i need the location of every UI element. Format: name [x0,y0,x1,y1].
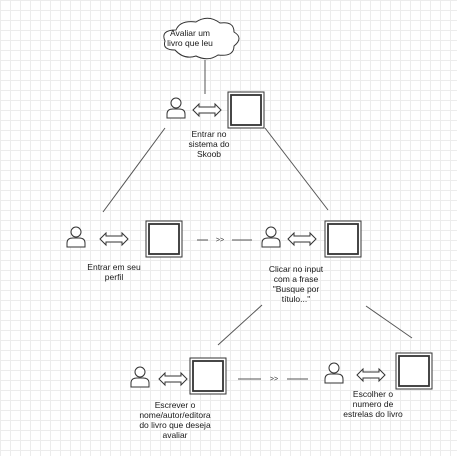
screen-frame-icon [145,220,183,258]
user-icon [166,97,186,119]
connector-login-profile [102,127,166,213]
double-arrow-icon [356,368,386,382]
search-label: Clicar no input com a frase "Busque por … [268,264,324,304]
connector-search-stars [365,305,413,339]
screen-frame-icon [189,357,227,395]
cloud-icon [163,17,240,60]
login-label: Entrar no sistema do Skoob [188,129,230,159]
write-label: Escrever o nome/autor/editora do livro q… [139,400,211,440]
double-arrow-icon [287,232,317,246]
double-arrow-icon [99,232,129,246]
screen-frame-icon [227,91,265,129]
user-icon [324,362,344,384]
cloud-label: Avaliar um livro que leu [167,28,213,48]
screen-frame-icon [324,220,362,258]
user-icon [130,366,150,388]
screen-frame-icon [395,352,433,390]
arrow-label-bottom: >> [270,376,278,383]
double-arrow-icon [192,103,222,117]
stars-label: Escolher o numero de estrelas do livro [343,389,403,419]
user-icon [261,226,281,248]
user-icon [66,226,86,248]
profile-label: Entrar em seu perfil [87,262,141,282]
connector-search-write [217,304,263,346]
connector-login-search [264,127,329,211]
arrow-label-mid: >> [216,237,224,244]
double-arrow-icon [158,372,188,386]
connector-lines [102,60,413,380]
